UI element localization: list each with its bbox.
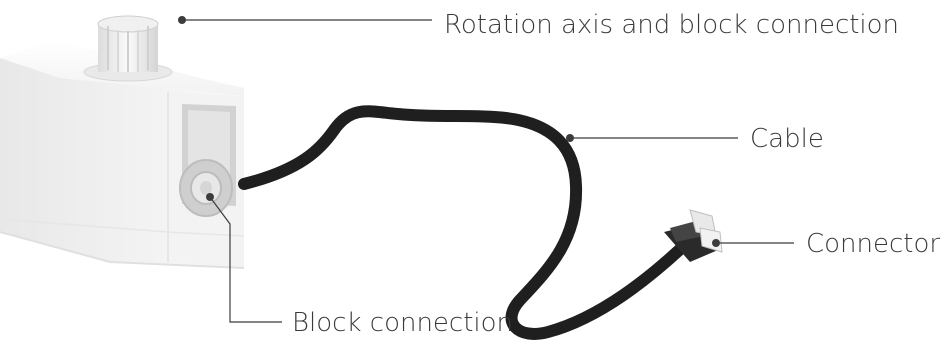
label-rotation-axis: Rotation axis and block connection [444,10,900,40]
label-connector: Connector [806,229,941,259]
rotation-shaft [83,15,173,82]
leader-lines [178,16,794,323]
block-connection-port [179,104,236,217]
cable-line [238,105,696,340]
label-cable: Cable [750,124,824,154]
label-block-connection: Block connection [292,308,514,338]
